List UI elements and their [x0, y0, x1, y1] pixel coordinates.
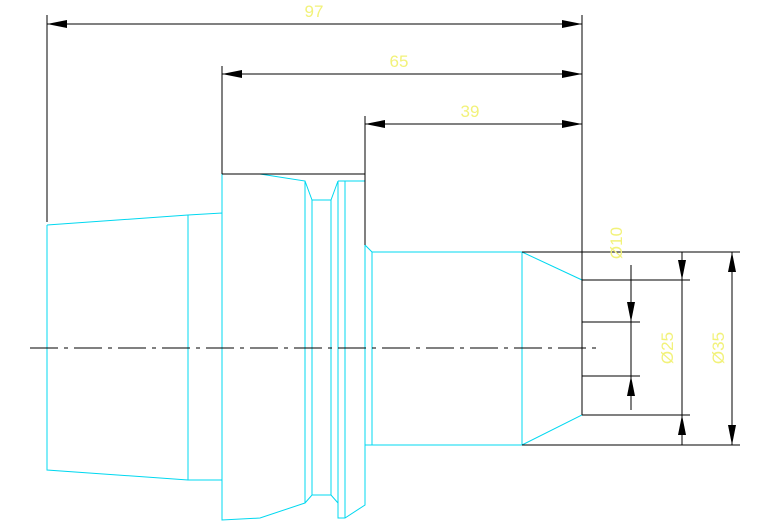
arrow-39-left	[365, 120, 385, 128]
arrow-dia10-top	[627, 302, 635, 322]
arrow-dia10-bottom	[627, 376, 635, 396]
label-bore-length: 39	[461, 102, 480, 121]
label-middle-length: 65	[390, 52, 409, 71]
arrow-dia25-top	[678, 260, 686, 280]
groove-outline	[304, 180, 339, 201]
dimension-lines	[46, 15, 740, 446]
arrow-65-right	[562, 70, 582, 78]
arrow-dia35-bottom	[728, 425, 736, 445]
left-taper-outline	[46, 212, 223, 481]
label-overall-length: 97	[305, 2, 324, 21]
arrow-dia35-top	[728, 252, 736, 272]
label-dia-mid: Ø25	[658, 332, 677, 364]
part-outline	[46, 173, 583, 521]
arrow-97-left	[47, 20, 67, 28]
label-dia-large: Ø35	[709, 332, 728, 364]
arrow-dia25-bottom	[678, 415, 686, 435]
groove-outline-bottom	[304, 494, 339, 504]
arrow-39-right	[562, 120, 582, 128]
shaft-outline	[364, 244, 583, 446]
collar-outline	[337, 180, 366, 519]
arrowheads	[47, 20, 736, 445]
dimension-labels: 97 65 39 Ø10 Ø25 Ø35	[305, 2, 728, 364]
label-dia-small: Ø10	[607, 227, 626, 259]
flange-outline	[221, 173, 306, 521]
arrow-65-left	[222, 70, 242, 78]
arrow-97-right	[562, 20, 582, 28]
